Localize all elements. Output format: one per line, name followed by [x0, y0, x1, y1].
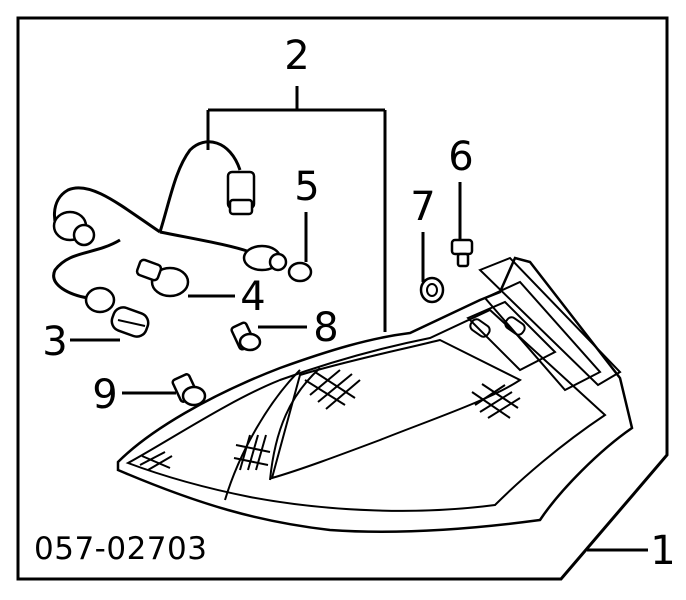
- tail-lamp-assembly: [116, 256, 634, 533]
- callout-9: 9: [92, 372, 117, 418]
- callout-5: 5: [294, 164, 319, 210]
- callout-4: 4: [240, 274, 265, 320]
- nut-7: [419, 276, 445, 304]
- callout-2: 2: [284, 33, 309, 79]
- bulb-3: [110, 306, 150, 338]
- leader-lines: [70, 86, 648, 552]
- diagram-frame: [16, 16, 669, 581]
- clip-6: [450, 238, 474, 268]
- callout-3: 3: [42, 319, 67, 365]
- wiring-harness: [52, 140, 288, 314]
- screw-9: [171, 373, 207, 407]
- bulb-4: [135, 258, 190, 298]
- callout-1: 1: [650, 528, 675, 574]
- callout-7: 7: [410, 184, 435, 230]
- bulb-5: [287, 261, 313, 283]
- screw-8: [230, 321, 262, 352]
- callout-6: 6: [448, 134, 473, 180]
- callout-8: 8: [313, 305, 338, 351]
- part-code: 057-02703: [34, 531, 207, 567]
